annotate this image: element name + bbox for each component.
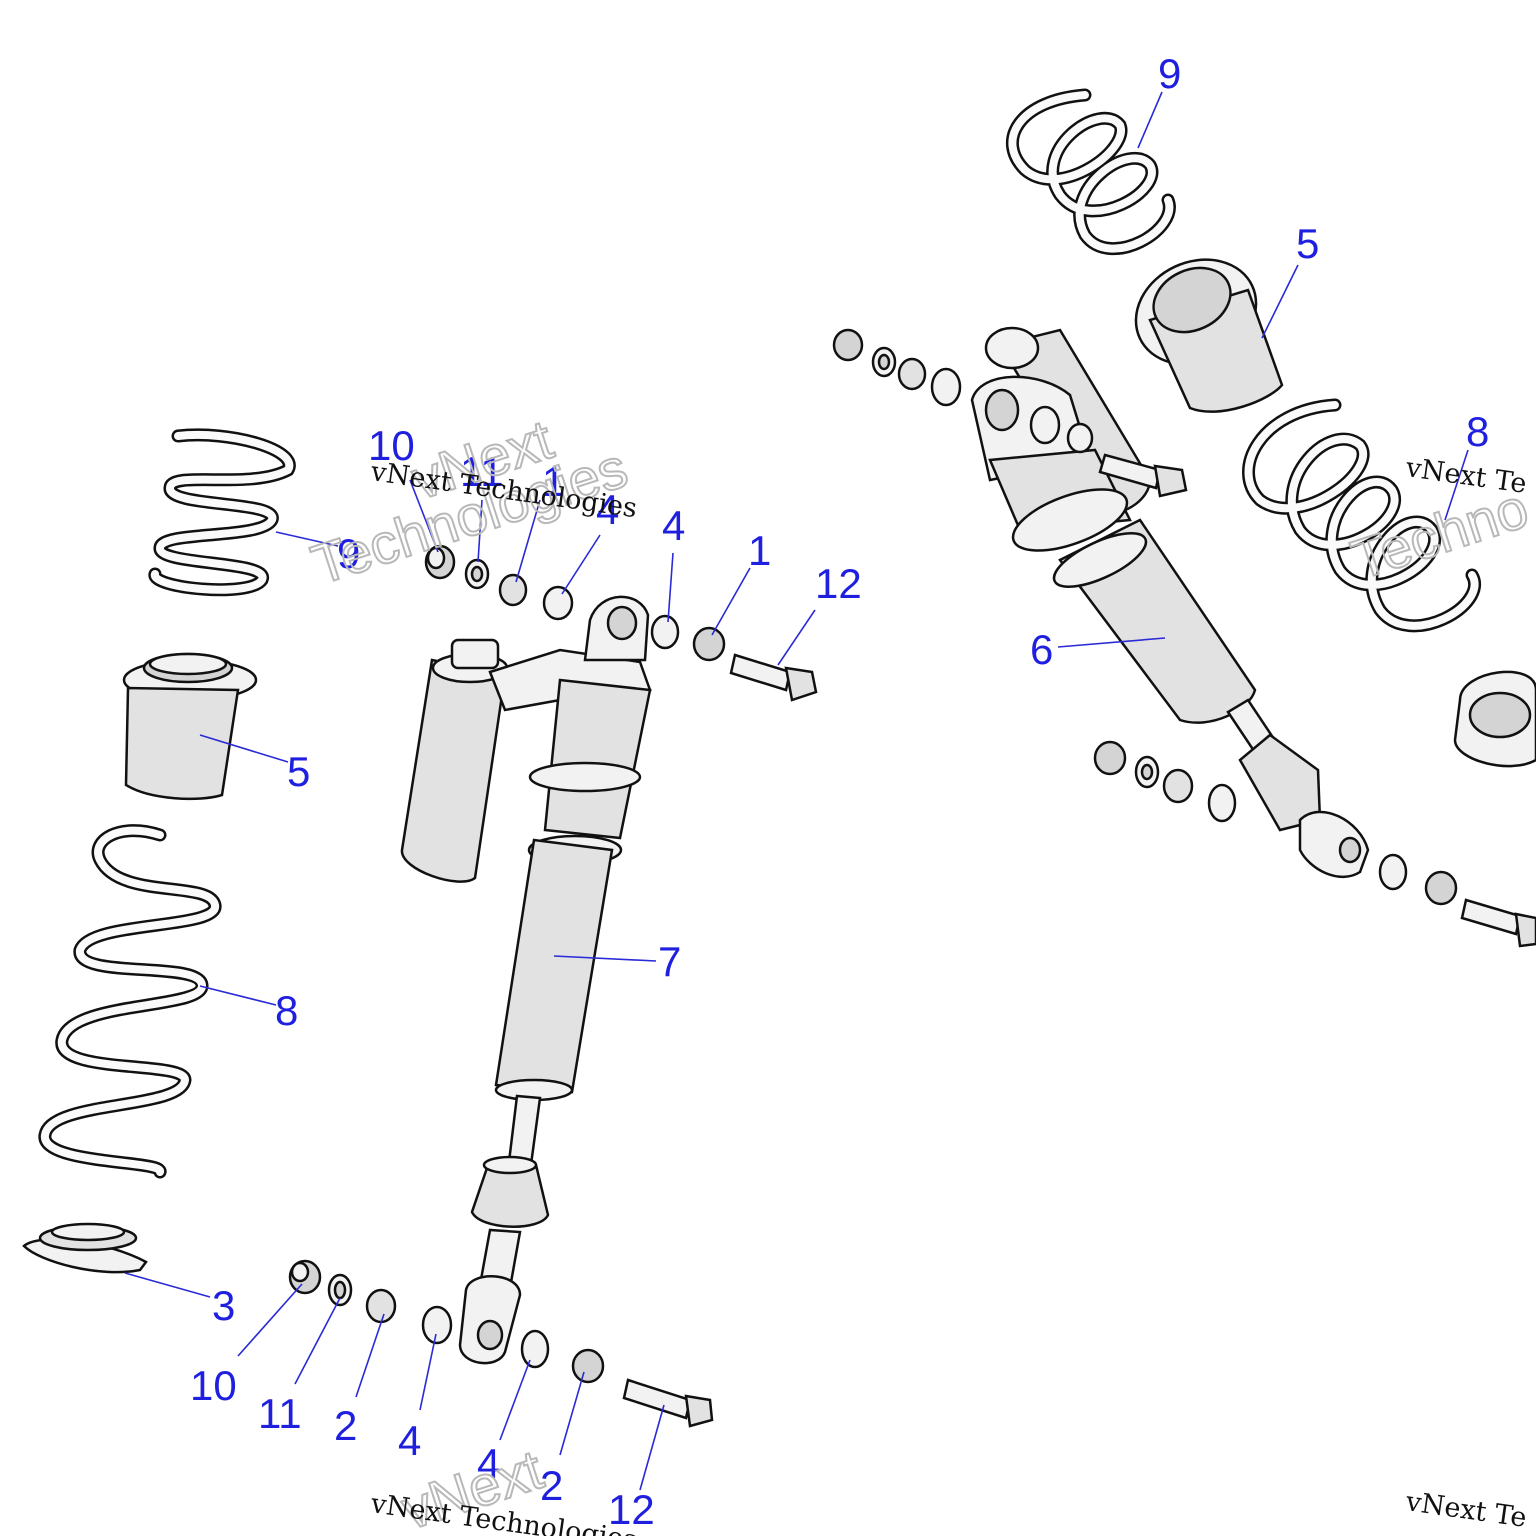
cup-5-right bbox=[1134, 258, 1284, 413]
callout-2-bottom-a: 2 bbox=[334, 1402, 357, 1449]
callout-7: 7 bbox=[658, 938, 681, 985]
callout-11-bottom: 11 bbox=[258, 1390, 302, 1437]
callout-10-top: 10 bbox=[368, 422, 415, 469]
callout-4-top-b: 4 bbox=[662, 502, 685, 549]
callout-11-top: 11 bbox=[460, 448, 504, 495]
hardware-top-row bbox=[424, 544, 818, 702]
shock-6-body bbox=[970, 326, 1370, 879]
spring-9-right bbox=[1005, 88, 1176, 255]
spring-8-right bbox=[1242, 398, 1536, 768]
callout-1-top: 1 bbox=[542, 458, 565, 505]
callout-3: 3 bbox=[212, 1282, 235, 1329]
callout-12-bottom: 12 bbox=[608, 1486, 655, 1533]
spring-8-left bbox=[38, 824, 222, 1179]
callout-4-bottom-b: 4 bbox=[477, 1440, 500, 1487]
leader-lines bbox=[124, 91, 1469, 1491]
hardware-bottom-row bbox=[288, 1259, 714, 1428]
callout-8-left: 8 bbox=[275, 987, 298, 1034]
shock-7-body bbox=[400, 595, 652, 1365]
callout-numbers: 9 5 8 3 10 11 1 4 4 1 12 7 10 11 2 4 4 2… bbox=[190, 50, 1489, 1533]
callout-1-right: 1 bbox=[748, 527, 771, 574]
callout-12-top: 12 bbox=[815, 560, 862, 607]
callout-4-bottom-a: 4 bbox=[398, 1417, 421, 1464]
watermark-caption-right-bottom: vNext Te bbox=[1403, 1486, 1529, 1534]
callout-9-left: 9 bbox=[337, 530, 360, 577]
callout-5-left: 5 bbox=[287, 748, 310, 795]
callout-8-right: 8 bbox=[1466, 408, 1489, 455]
cup-5-left bbox=[122, 652, 258, 801]
callout-9-right: 9 bbox=[1158, 50, 1181, 97]
callout-6: 6 bbox=[1030, 626, 1053, 673]
callout-4-top-a: 4 bbox=[596, 486, 619, 533]
callout-10-bottom: 10 bbox=[190, 1362, 237, 1409]
spring-seat-3 bbox=[22, 1222, 148, 1274]
hardware-right bbox=[832, 328, 1536, 948]
callout-2-bottom-b: 2 bbox=[540, 1462, 563, 1509]
spring-9-left bbox=[148, 428, 296, 597]
callout-5-right: 5 bbox=[1296, 220, 1319, 267]
